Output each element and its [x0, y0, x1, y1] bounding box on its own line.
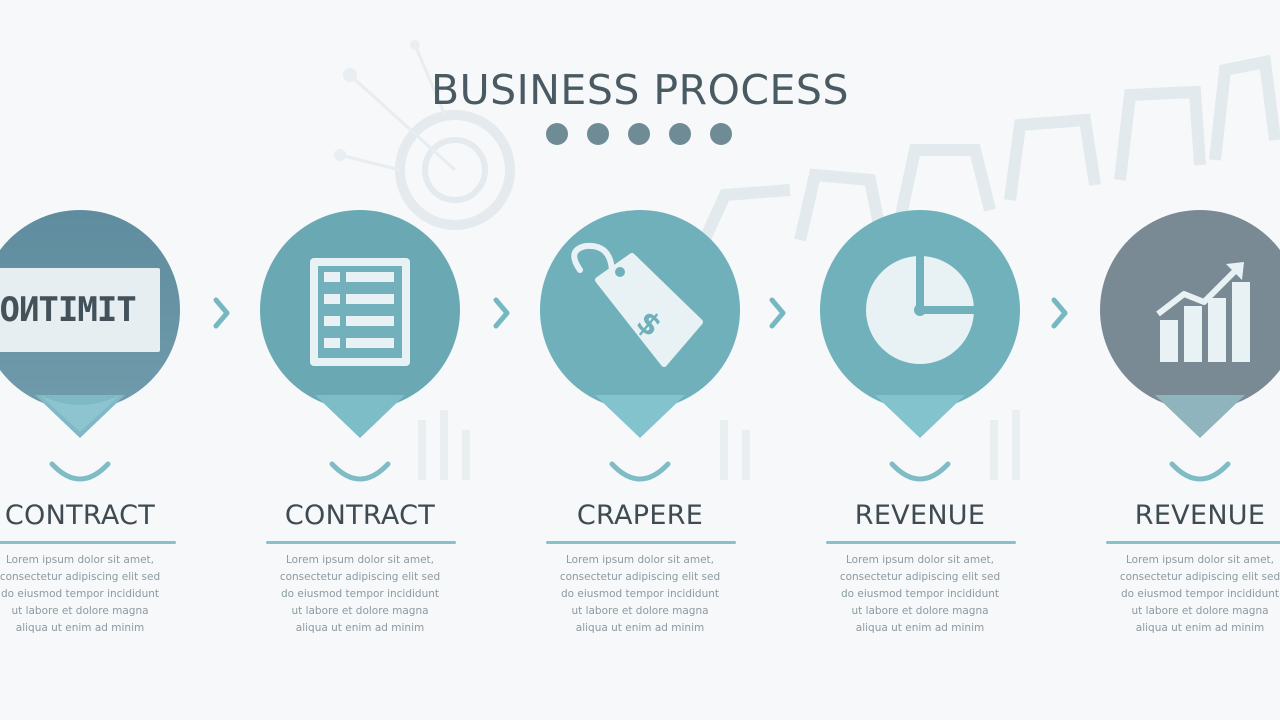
progress-dot [587, 123, 609, 145]
progress-dots [546, 123, 732, 145]
step-title: REVENUE [854, 500, 986, 531]
chevron-right-icon [769, 297, 786, 329]
step-pin [820, 210, 1020, 440]
pie-chart-icon [866, 256, 974, 364]
chevron-right-icon [213, 297, 230, 329]
smile-icon [49, 461, 111, 482]
title-underline [266, 541, 456, 544]
step-description: Lorem ipsum dolor sit amet, consectetur … [0, 554, 161, 634]
title-underline [546, 541, 736, 544]
smile-icon [889, 461, 951, 482]
process-step-3: $ CRAPERE Lorem ipsum dolor sit amet, co… [540, 210, 740, 650]
chevron-right-icon [493, 297, 510, 329]
step-pin: $ [540, 210, 740, 440]
step-description: Lorem ipsum dolor sit amet, consectetur … [279, 554, 441, 634]
document-list-icon [310, 258, 410, 366]
process-step-5: REVENUE Lorem ipsum dolor sit amet, cons… [1100, 210, 1280, 650]
title-underline [826, 541, 1016, 544]
process-step-4: REVENUE Lorem ipsum dolor sit amet, cons… [820, 210, 1020, 650]
growth-bar-chart-icon [1156, 262, 1250, 362]
price-tag-icon: $ [571, 242, 703, 367]
smile-icon [609, 461, 671, 482]
smile-icon [329, 461, 391, 482]
page-title: BUSINESS PROCESS [431, 66, 849, 114]
step-title: CONTRACT [284, 500, 436, 531]
step-title: REVENUE [1134, 500, 1266, 531]
progress-dot [669, 123, 691, 145]
step-description: Lorem ipsum dolor sit amet, consectetur … [839, 554, 1001, 634]
step-title: CONTRACT [4, 500, 156, 531]
chevron-right-icon [1051, 297, 1068, 329]
progress-dot [710, 123, 732, 145]
step-description: Lorem ipsum dolor sit amet, consectetur … [559, 554, 721, 634]
smile-icon [1169, 461, 1231, 482]
step-pin [1100, 210, 1280, 440]
step-pin [260, 210, 460, 440]
process-step-1: COИTIMIT CONTRACT Lorem ipsum dolor sit … [0, 210, 180, 650]
process-step-2: CONTRACT Lorem ipsum dolor sit amet, con… [260, 210, 460, 650]
title-underline [0, 541, 176, 544]
step-title: CRAPERE [576, 500, 704, 531]
progress-dot [546, 123, 568, 145]
title-underline [1106, 541, 1280, 544]
step-description: Lorem ipsum dolor sit amet, consectetur … [1119, 554, 1280, 634]
banner-text: COИTIMIT [0, 290, 137, 330]
progress-dot [628, 123, 650, 145]
banner-icon: COИTIMIT [0, 268, 160, 352]
